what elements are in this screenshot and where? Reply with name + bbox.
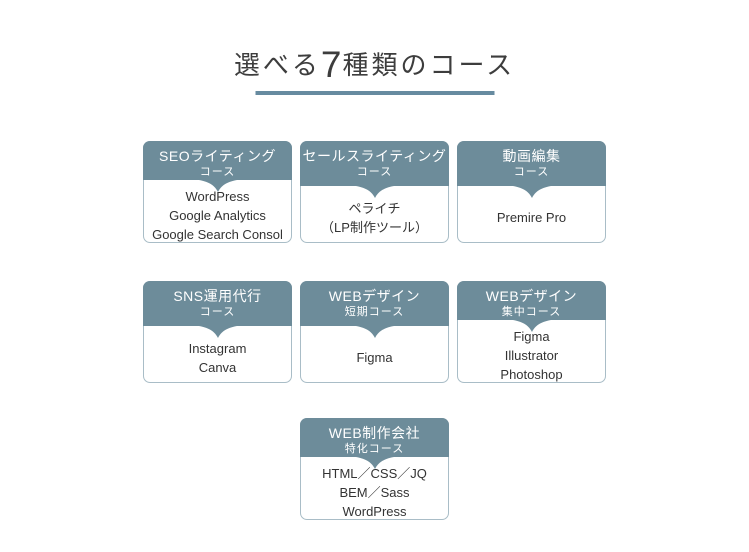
course-tools: Instagram Canva	[144, 326, 291, 382]
tool-item: ペライチ	[348, 200, 401, 216]
course-card-header: セールスライティング コース	[300, 141, 449, 198]
course-card-web-design-short: WEBデザイン 短期コース Figma	[300, 281, 449, 383]
course-name: 動画編集	[502, 148, 561, 164]
course-card-web-production: WEB制作会社 特化コース HTML／CSS／JQ BEM／Sass WordP…	[300, 418, 449, 520]
course-subtitle: 集中コース	[501, 306, 562, 318]
tool-item: Figma	[356, 350, 393, 365]
course-card-header: WEBデザイン 集中コース	[457, 281, 606, 332]
title-prefix: 選べる	[233, 50, 321, 80]
course-name: WEB制作会社	[328, 425, 421, 441]
course-card-web-design-intensive: WEBデザイン 集中コース Figma Illustrator Photosho…	[457, 281, 606, 383]
course-card-seo-writing: SEOライティング コース WordPress Google Analytics…	[143, 141, 292, 243]
course-name: SEOライティング	[159, 148, 276, 164]
course-subtitle: コース	[199, 166, 236, 178]
course-name: セールスライティング	[302, 148, 447, 164]
tool-item: HTML／CSS／JQ	[322, 466, 427, 481]
tool-item: BEM／Sass	[339, 485, 410, 500]
course-subtitle: コース	[199, 306, 236, 318]
course-subtitle: コース	[513, 166, 550, 178]
course-card-sns-management: SNS運用代行 コース Instagram Canva	[143, 281, 292, 383]
course-tools: Premire Pro	[458, 186, 605, 242]
page-title: 選べる7種類のコース	[0, 46, 749, 89]
title-number: 7	[320, 44, 343, 85]
course-row-3: WEB制作会社 特化コース HTML／CSS／JQ BEM／Sass WordP…	[0, 418, 749, 520]
course-tools: Figma Illustrator Photoshop	[458, 320, 605, 384]
title-underline	[255, 91, 494, 95]
course-tools: WordPress Google Analytics Google Search…	[144, 180, 291, 244]
arrow-down-notch-icon	[355, 186, 394, 198]
course-card-header: SEOライティング コース	[143, 141, 292, 192]
course-tools: ペライチ （LP制作ツール）	[301, 186, 448, 242]
course-name: WEBデザイン	[485, 288, 578, 304]
arrow-down-notch-icon	[198, 326, 237, 338]
tool-item: Instagram	[188, 340, 247, 356]
course-subtitle: 短期コース	[344, 306, 405, 318]
course-card-sales-writing: セールスライティング コース ペライチ （LP制作ツール）	[300, 141, 449, 243]
course-card-header: 動画編集 コース	[457, 141, 606, 198]
arrow-down-notch-icon	[512, 320, 551, 332]
course-card-header: SNS運用代行 コース	[143, 281, 292, 338]
tool-item: Canva	[198, 359, 237, 375]
arrow-down-notch-icon	[355, 457, 394, 469]
page-title-text: 選べる7種類のコース	[233, 46, 516, 84]
tool-item: Photoshop	[500, 367, 563, 382]
tool-item: （LP制作ツール）	[321, 219, 428, 235]
arrow-down-notch-icon	[512, 186, 551, 198]
tool-item: Figma	[513, 329, 550, 344]
tool-item: Premire Pro	[496, 210, 567, 225]
tool-item: WordPress	[342, 504, 407, 519]
course-card-header: WEBデザイン 短期コース	[300, 281, 449, 338]
course-name: WEBデザイン	[328, 288, 421, 304]
arrow-down-notch-icon	[355, 326, 394, 338]
tool-item: Illustrator	[504, 348, 559, 363]
course-tools: HTML／CSS／JQ BEM／Sass WordPress	[301, 457, 448, 521]
course-tools: Figma	[301, 326, 448, 382]
tool-item: Google Search Consol	[152, 227, 283, 242]
course-card-video-editing: 動画編集 コース Premire Pro	[457, 141, 606, 243]
tool-item: WordPress	[185, 189, 250, 204]
course-subtitle: 特化コース	[344, 443, 405, 455]
course-row-2: SNS運用代行 コース Instagram Canva WEBデザイン 短期コー…	[0, 281, 749, 383]
course-name: SNS運用代行	[173, 288, 262, 304]
course-subtitle: コース	[356, 166, 393, 178]
arrow-down-notch-icon	[198, 180, 237, 192]
title-suffix: 種類のコース	[342, 50, 516, 80]
tool-item: Google Analytics	[169, 208, 266, 223]
course-row-1: SEOライティング コース WordPress Google Analytics…	[0, 141, 749, 243]
course-card-header: WEB制作会社 特化コース	[300, 418, 449, 469]
